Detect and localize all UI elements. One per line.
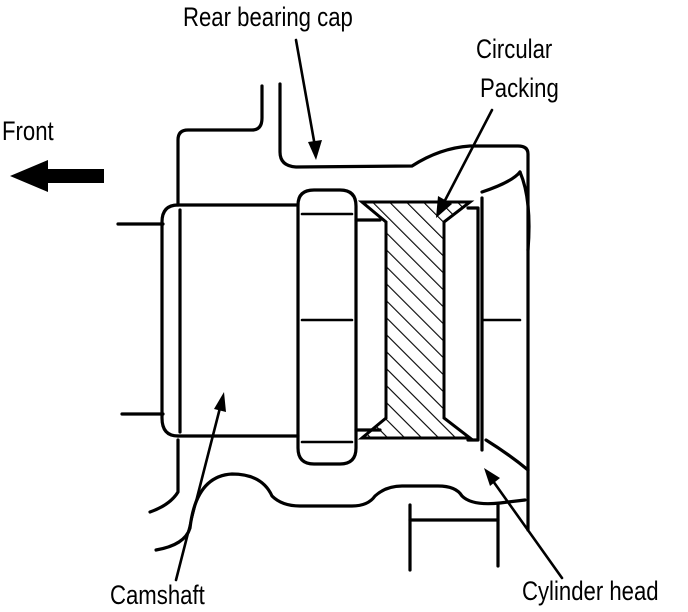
leader-lines <box>174 38 564 582</box>
camshaft <box>160 188 530 472</box>
rear-bearing-cap <box>278 82 531 532</box>
circular-packing-label-line1: Circular <box>476 34 553 64</box>
front-label: Front <box>2 116 54 146</box>
circular-packing-label-line2: Packing <box>480 73 559 103</box>
cylinder-head-label: Cylinder head <box>522 576 659 606</box>
camshaft-label: Camshaft <box>110 580 205 610</box>
rear-bearing-cap-label: Rear bearing cap <box>183 2 353 32</box>
circular-packing <box>357 200 475 440</box>
arrow-left-icon <box>10 160 104 192</box>
